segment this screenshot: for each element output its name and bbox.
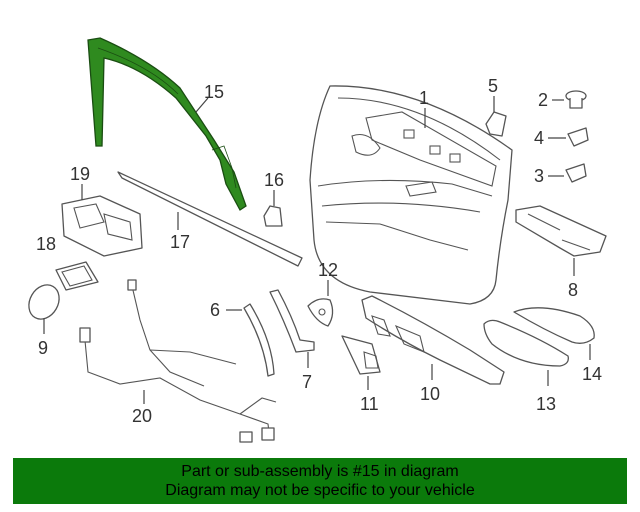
part-2-clip[interactable] bbox=[565, 90, 587, 109]
part-7-handle-bracket[interactable] bbox=[269, 289, 315, 353]
part-18-switch[interactable] bbox=[55, 261, 99, 291]
part-14-pad[interactable] bbox=[513, 307, 595, 344]
part-13-armrest-pad[interactable] bbox=[483, 319, 569, 367]
part-12-speaker-cover[interactable] bbox=[307, 298, 334, 327]
callout-2: 2 bbox=[538, 90, 548, 110]
part-17-belt-strip[interactable] bbox=[117, 171, 303, 267]
callout-11: 11 bbox=[360, 394, 379, 414]
part-9-cap[interactable] bbox=[23, 279, 65, 324]
part-3-bracket[interactable] bbox=[565, 163, 587, 183]
banner-line-2: Diagram may not be specific to your vehi… bbox=[165, 482, 475, 499]
part-6-pull-handle[interactable] bbox=[243, 303, 275, 377]
part-16-clip[interactable] bbox=[263, 205, 283, 227]
banner-line-1: Part or sub-assembly is #15 in diagram bbox=[181, 463, 459, 480]
info-banner: Part or sub-assembly is #15 in diagram D… bbox=[13, 458, 627, 504]
callout-20: 20 bbox=[132, 406, 152, 426]
callout-18: 18 bbox=[36, 234, 56, 254]
callout-9: 9 bbox=[38, 338, 48, 358]
part-8-switch-trim[interactable] bbox=[515, 205, 607, 257]
callout-5: 5 bbox=[488, 76, 498, 96]
callout-3: 3 bbox=[534, 166, 544, 186]
callout-8: 8 bbox=[568, 280, 578, 300]
part-11-trim-cover[interactable] bbox=[341, 335, 381, 375]
leader-15 bbox=[195, 97, 209, 113]
part-5-bracket[interactable] bbox=[485, 111, 507, 137]
callout-15: 15 bbox=[204, 82, 224, 102]
callout-12: 12 bbox=[318, 260, 338, 280]
callout-6: 6 bbox=[210, 300, 220, 320]
callout-19: 19 bbox=[70, 164, 90, 184]
part-10-trim-strip[interactable] bbox=[361, 295, 505, 385]
callout-16: 16 bbox=[264, 170, 284, 190]
callout-13: 13 bbox=[536, 394, 556, 414]
callout-14: 14 bbox=[582, 364, 602, 384]
part-4-bracket[interactable] bbox=[567, 127, 589, 147]
part-1-door-panel[interactable] bbox=[309, 85, 513, 305]
callout-10: 10 bbox=[420, 384, 440, 404]
part-20-wiring-harness[interactable] bbox=[79, 279, 277, 443]
callout-7: 7 bbox=[302, 372, 312, 392]
callout-4: 4 bbox=[534, 128, 544, 148]
part-15-window-seal[interactable] bbox=[87, 37, 247, 211]
part-19-window-switch[interactable] bbox=[61, 195, 143, 257]
callout-17: 17 bbox=[170, 232, 190, 252]
callout-1: 1 bbox=[419, 88, 429, 108]
